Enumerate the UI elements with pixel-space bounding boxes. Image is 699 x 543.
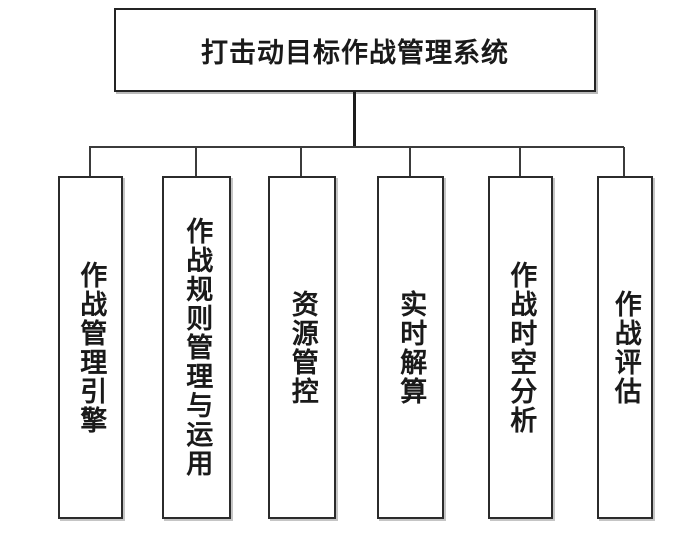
child-node-2-label: 作战规则管理与运用 <box>181 217 213 478</box>
drop-connector-1 <box>89 147 91 177</box>
child-node-2[interactable]: 作战规则管理与运用 <box>162 176 231 519</box>
drop-connector-4 <box>409 147 411 177</box>
root-stem-connector <box>353 92 356 148</box>
child-node-6[interactable]: 作战评估 <box>597 176 653 519</box>
child-node-5[interactable]: 作战时空分析 <box>488 176 553 519</box>
root-node[interactable]: 打击动目标作战管理系统 <box>114 8 596 92</box>
child-node-3[interactable]: 资源管控 <box>268 176 336 519</box>
child-node-4[interactable]: 实时解算 <box>377 176 444 519</box>
child-node-3-label: 资源管控 <box>286 289 318 406</box>
child-node-1[interactable]: 作战管理引擎 <box>58 176 123 519</box>
child-node-5-label: 作战时空分析 <box>505 260 537 435</box>
horizontal-bus-connector <box>89 146 624 148</box>
drop-connector-3 <box>300 147 302 177</box>
child-node-4-label: 实时解算 <box>395 289 427 406</box>
drop-connector-2 <box>195 147 197 177</box>
drop-connector-5 <box>519 147 521 177</box>
child-node-6-label: 作战评估 <box>609 289 641 406</box>
root-node-label: 打击动目标作战管理系统 <box>201 37 509 69</box>
drop-connector-6 <box>623 147 625 177</box>
child-node-1-label: 作战管理引擎 <box>75 260 107 435</box>
